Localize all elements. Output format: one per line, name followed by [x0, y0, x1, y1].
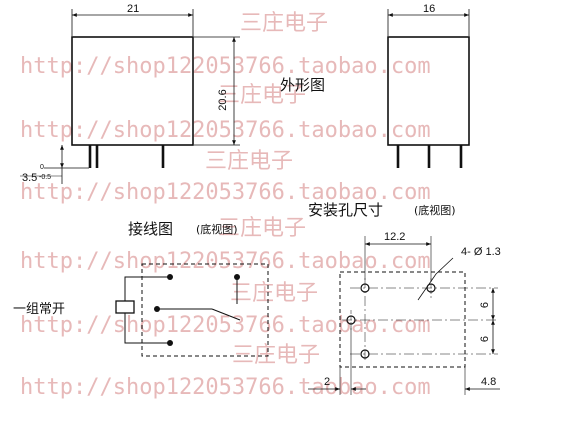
watermark-url: http://shop122053766.taobao.com [20, 313, 431, 338]
holes-title: 安装孔尺寸 [308, 201, 383, 219]
wiring-terminals [154, 274, 240, 346]
hole-diameter-label: 4- Ø 1.3 [461, 246, 501, 258]
watermark-shop-name: 三庄电子 [240, 11, 328, 36]
hole-spacing-label: 12.2 [384, 231, 405, 243]
watermark-shop-name: 三庄电子 [230, 281, 318, 306]
width-dimension-label: 21 [127, 3, 139, 15]
watermark-url: http://shop122053766.taobao.com [20, 118, 431, 143]
pin-tolerance-upper: 0 [40, 164, 44, 171]
hole-pitch-upper-label: 6 [479, 302, 491, 308]
wiring-schematic [115, 263, 269, 357]
height-dimension-label: 20.6 [217, 89, 229, 110]
right-offset-label: 4.8 [481, 376, 496, 388]
contact-form-label: 一组常开 [13, 302, 65, 317]
coil-symbol [115, 300, 135, 314]
wiring-subtitle: (底视图) [196, 222, 238, 236]
watermark-url: http://shop122053766.taobao.com [20, 249, 431, 274]
side-width-label: 16 [423, 3, 435, 15]
holes-subtitle: (底视图) [414, 203, 456, 217]
watermark-url: http://shop122053766.taobao.com [20, 375, 431, 400]
watermark-url: http://shop122053766.taobao.com [20, 180, 431, 205]
wiring-title: 接线图 [128, 220, 173, 238]
hole-pitch-lower-label: 6 [479, 336, 491, 342]
pin-tolerance-lower: -0.5 [39, 174, 51, 181]
watermark: http://shop122053766.taobao.com http://s… [20, 11, 431, 400]
left-offset-label: 2 [324, 376, 330, 388]
watermark-shop-name: 三庄电子 [218, 216, 306, 241]
hole-pattern [308, 236, 500, 395]
watermark-url: http://shop122053766.taobao.com [20, 54, 431, 79]
outline-title: 外形图 [280, 76, 325, 94]
front-view [20, 9, 240, 184]
side-view [387, 9, 470, 168]
watermark-shop-name: 三庄电子 [205, 149, 293, 174]
pin-length-label: 3.5 [22, 172, 37, 184]
